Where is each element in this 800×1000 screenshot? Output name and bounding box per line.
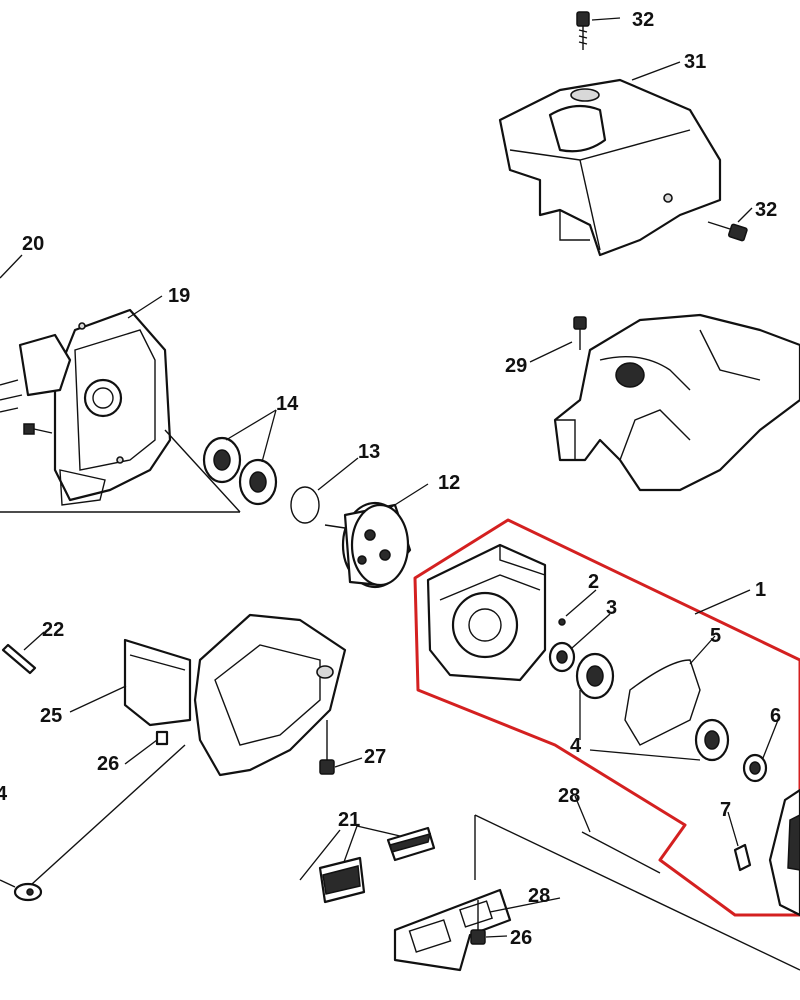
callout-10: 12 (438, 472, 460, 494)
part-19-filter-a (386, 826, 436, 862)
part-19-filter-b (318, 856, 366, 904)
callout-25: 27 (364, 746, 386, 768)
callout-11: 13 (358, 441, 380, 463)
part-6-seal (742, 753, 768, 783)
part-4-bearing-b (694, 718, 730, 762)
callout-13: 19 (168, 285, 190, 307)
callout-7: 7 (720, 799, 731, 821)
callout-19: 21 (338, 809, 360, 831)
callout-6: 6 (770, 705, 781, 727)
part-5-gasket (624, 659, 701, 746)
callout-4-edge: 4 (0, 783, 8, 805)
part-20-pin (1, 643, 37, 675)
part-7-pin (733, 843, 752, 872)
part-32-screw-side (707, 221, 748, 242)
callout-14: 20 (22, 233, 44, 255)
callout-20: 22 (42, 619, 64, 641)
part-21-lower-case (123, 613, 347, 777)
part-28-rod (581, 831, 661, 874)
engine-shroud (553, 313, 800, 492)
callout-32-top: 32 (632, 9, 654, 31)
part-12-bearing-a (202, 436, 242, 484)
callout-4: 4 (570, 735, 582, 757)
part-26-screw (470, 900, 486, 945)
callout-29: 29 (505, 355, 527, 377)
callout-31: 31 (684, 51, 706, 73)
part-12-bearing-b (238, 458, 278, 506)
part-29-screw (573, 316, 587, 350)
guide-line-left-diag (164, 429, 241, 513)
part-10-clutch-drum (324, 501, 412, 589)
guide-lines-bottom (299, 814, 800, 971)
callout-3: 3 (606, 597, 617, 619)
part-1-crankcase-half-b (768, 788, 800, 917)
part-27-bracket (393, 888, 512, 972)
part-32-screw-top (576, 11, 590, 50)
part-2-pin (558, 618, 566, 626)
callout-2: 2 (588, 571, 599, 593)
callout-27: 28 (528, 885, 550, 907)
callout-1: 1 (755, 579, 766, 601)
callout-5: 5 (710, 625, 721, 647)
part-13-housing (18, 308, 172, 506)
part-1-assembly-outline (413, 518, 800, 917)
leader-lines (0, 17, 779, 938)
part-3-seal (548, 641, 576, 673)
callout-12: 14 (276, 393, 299, 415)
part-14-screw (0, 379, 23, 413)
callout-labels: 32 31 32 29 20 19 14 13 12 22 25 26 27 2… (0, 9, 781, 949)
housing-bolt (23, 423, 53, 435)
part-1-crankcase-half (426, 543, 547, 682)
callout-22: 26 (97, 753, 119, 775)
part-22-clip (155, 730, 169, 746)
part-4-bearing-a (575, 652, 615, 700)
callout-32-side: 32 (755, 199, 777, 221)
part-25-screw (319, 720, 335, 775)
part-31-top-cover (498, 78, 722, 257)
callout-28: 28 (558, 785, 580, 807)
part-24-cable-tie (0, 744, 186, 902)
callout-21: 25 (40, 705, 62, 727)
part-11-circlip (290, 486, 320, 524)
callout-26: 26 (510, 927, 532, 949)
